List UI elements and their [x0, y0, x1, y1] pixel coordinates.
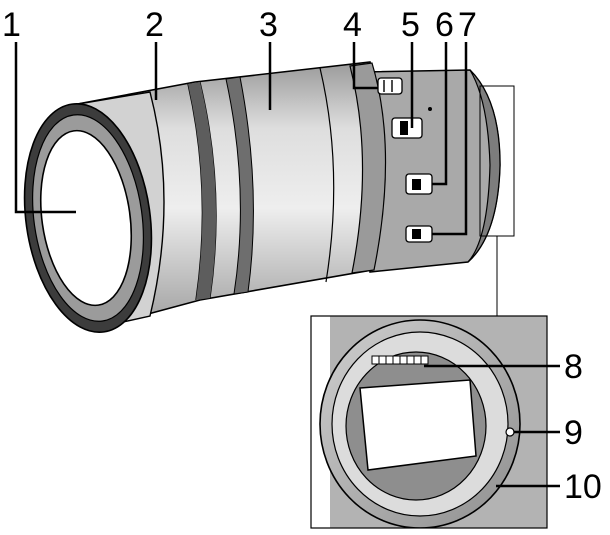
leader-1 [14, 42, 76, 214]
rear-mount-edge [467, 69, 501, 263]
zoom-ring-groove-right [319, 67, 335, 283]
callout-8: 8 [564, 348, 583, 386]
callout-7: 7 [458, 6, 477, 44]
inset-bayonet-opening [359, 379, 477, 471]
callout-2: 2 [145, 6, 164, 44]
dark-band-1 [188, 82, 217, 300]
switch-7 [405, 225, 433, 243]
callout-1: 1 [2, 6, 21, 44]
switch-panel [349, 62, 387, 274]
mount-inset [311, 316, 547, 528]
switch-5 [391, 107, 432, 139]
mount-inset-frame [310, 315, 548, 529]
leader-4 [352, 42, 378, 90]
switch-6 [405, 173, 433, 195]
leader-lines [14, 42, 560, 488]
callout-9: 9 [564, 414, 583, 452]
zoom-ring-groove-left [187, 83, 204, 301]
front-lens-glass [39, 129, 133, 307]
leader-7 [432, 42, 468, 236]
inset-contacts [371, 355, 429, 365]
inset-mount-mark [505, 427, 515, 437]
callout-10: 10 [564, 468, 602, 506]
callout-3: 3 [259, 6, 278, 44]
dark-band-2 [225, 76, 254, 295]
switch-4 [377, 77, 403, 95]
leader-6 [432, 42, 448, 186]
callout-4: 4 [343, 6, 362, 44]
callout-6: 6 [435, 6, 454, 44]
lens-body [23, 61, 501, 334]
callout-5: 5 [401, 6, 420, 44]
